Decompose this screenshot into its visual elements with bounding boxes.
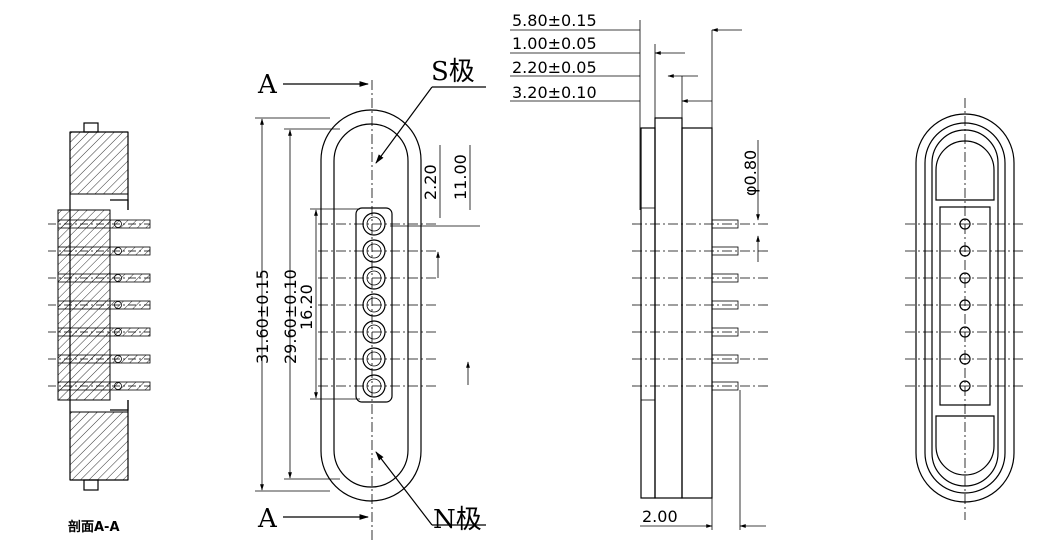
rear-pin <box>905 245 1025 257</box>
section-pins <box>48 219 151 391</box>
n-pole-label: N极 <box>433 505 482 535</box>
side-pin <box>632 381 770 391</box>
dim-inner-length: 29.60±0.10 <box>281 269 300 364</box>
front-pin <box>318 266 436 290</box>
side-dim-d1: 5.80±0.15 <box>512 11 597 30</box>
section-view-a-a <box>48 122 151 491</box>
side-dim-bottom: 2.00 <box>642 507 678 526</box>
front-view: A A S极 N极 31.60±0.15 29.60±0.10 16.20 2.… <box>253 57 486 540</box>
side-pin <box>632 219 770 229</box>
side-dim-d3: 2.20±0.05 <box>512 58 597 77</box>
side-dim-d2: 1.00±0.05 <box>512 34 597 53</box>
rear-pin <box>905 299 1025 311</box>
side-pin <box>632 354 770 364</box>
section-pin <box>48 327 151 337</box>
rear-bottom-pocket <box>935 415 995 476</box>
dim-overall-length: 31.60±0.15 <box>253 269 272 364</box>
rear-pin <box>905 380 1025 392</box>
section-mark-bottom: A <box>257 504 278 534</box>
section-pin <box>48 246 151 256</box>
rear-pin <box>905 218 1025 230</box>
rear-pin <box>905 353 1025 365</box>
front-pin <box>318 293 436 317</box>
rear-view <box>905 98 1025 520</box>
front-pin <box>318 212 436 236</box>
front-pin <box>318 320 436 344</box>
dim-top-offset: 2.20 <box>421 164 440 200</box>
side-pin <box>632 273 770 283</box>
s-pole-label: S极 <box>431 57 475 87</box>
side-view: 5.80±0.15 1.00±0.05 2.20±0.05 3.20±0.10 … <box>510 11 770 530</box>
side-pin-diameter: φ0.80 <box>741 150 760 196</box>
side-flange <box>654 117 683 499</box>
side-pin <box>632 327 770 337</box>
front-pins <box>318 212 436 398</box>
section-pin <box>48 300 151 310</box>
rear-pin <box>905 326 1025 338</box>
section-pin <box>48 381 151 391</box>
side-pin <box>632 246 770 256</box>
side-base <box>640 127 656 499</box>
section-pin <box>48 354 151 364</box>
section-mark-top: A <box>257 70 278 100</box>
rear-pin <box>905 272 1025 284</box>
section-label: 剖面A-A <box>68 519 120 535</box>
dim-pin-pitch-group: 11.00 <box>451 154 470 200</box>
section-pin <box>48 219 151 229</box>
dim-pin-span: 16.20 <box>297 284 316 330</box>
section-bottom-block <box>69 411 129 481</box>
front-pin <box>318 374 436 398</box>
front-inner-shell <box>333 123 409 488</box>
rear-pins <box>905 218 1025 392</box>
side-pin <box>632 300 770 310</box>
rear-top-pocket <box>935 140 995 201</box>
side-pins <box>632 219 770 391</box>
section-pin <box>48 273 151 283</box>
section-top-block <box>69 131 129 195</box>
front-pin <box>318 347 436 371</box>
front-pin <box>318 239 436 263</box>
side-body <box>681 127 713 499</box>
front-outer-shell <box>320 109 422 502</box>
side-dim-d4: 3.20±0.10 <box>512 83 597 102</box>
